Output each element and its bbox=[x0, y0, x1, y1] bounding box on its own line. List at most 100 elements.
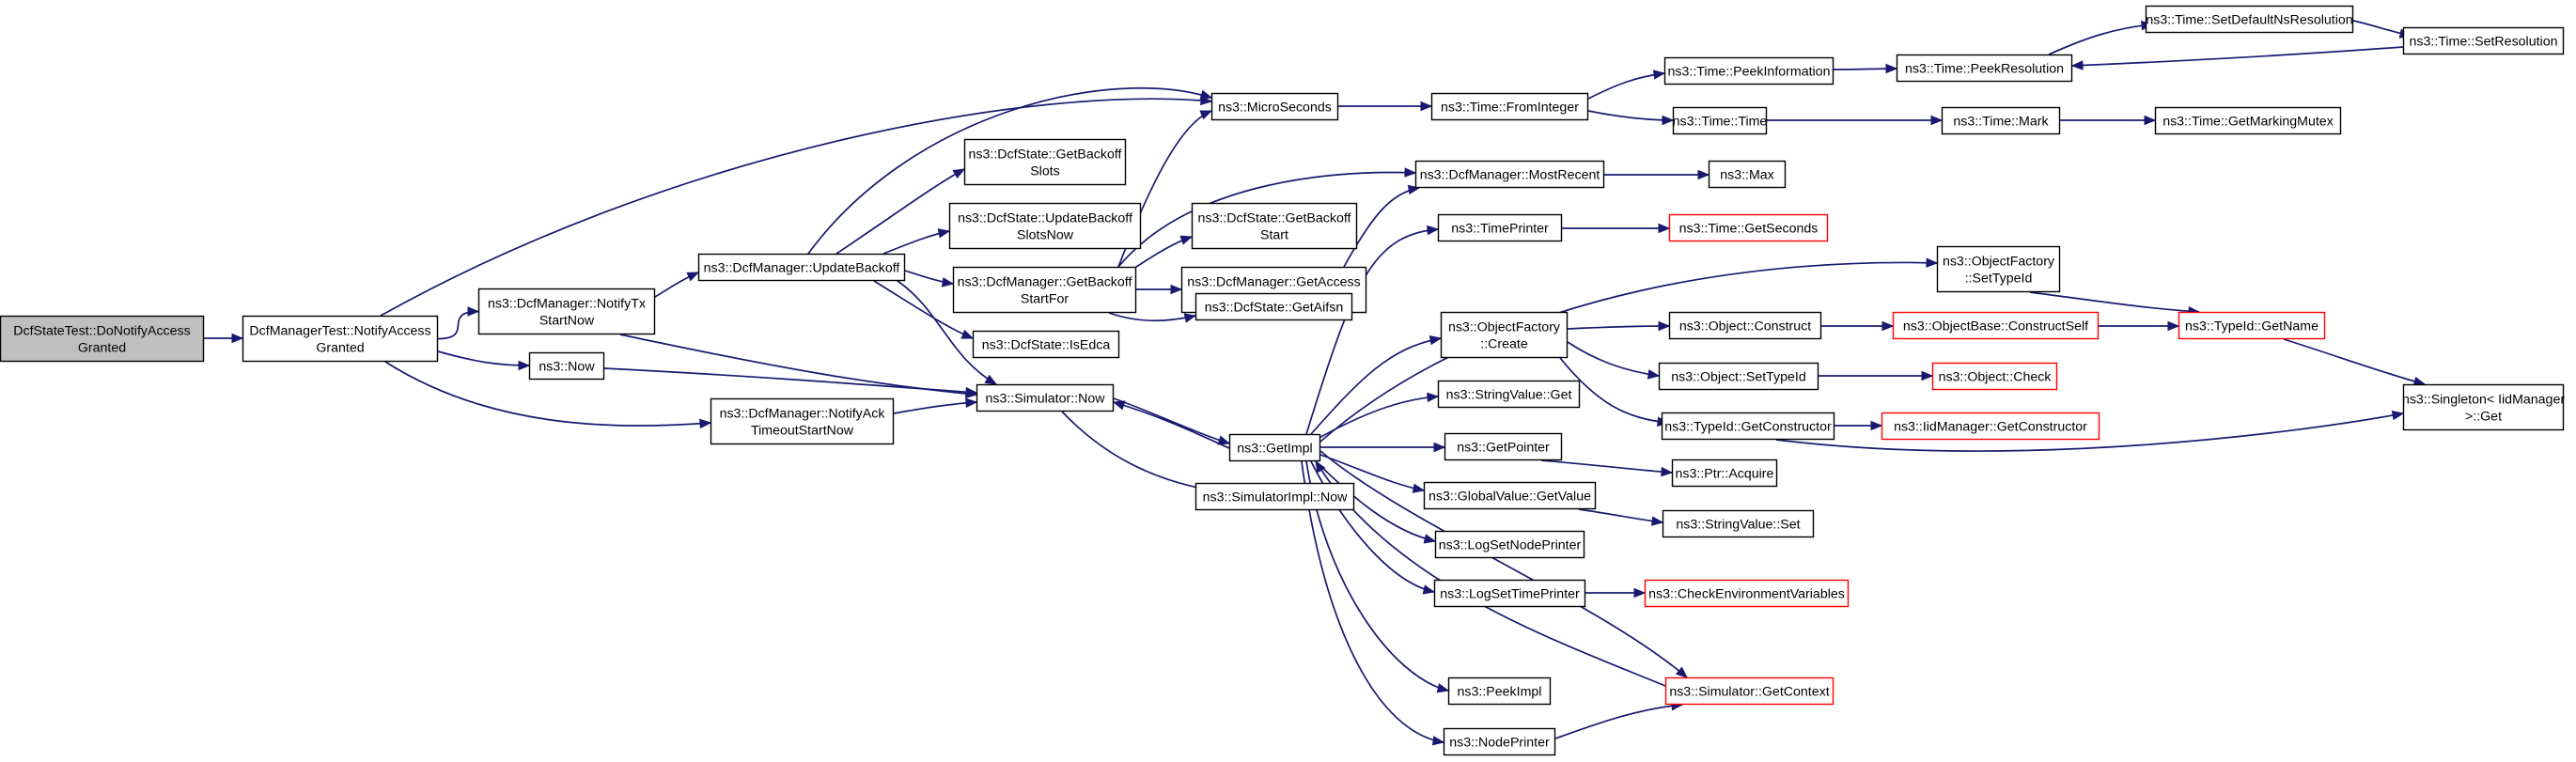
node-stringValueSet[interactable]: ns3::StringValue::Set bbox=[1662, 509, 1815, 538]
node-globalValueGetValue[interactable]: ns3::GlobalValue::GetValue bbox=[1423, 481, 1597, 510]
node-box[interactable] bbox=[2402, 26, 2565, 55]
node-box[interactable] bbox=[1194, 482, 1355, 511]
node-box[interactable] bbox=[1896, 54, 2073, 83]
node-box[interactable] bbox=[963, 138, 1127, 186]
node-singletonGet[interactable]: ns3::Singleton< IidManager >::Get bbox=[2402, 383, 2565, 431]
node-max[interactable]: ns3::Max bbox=[1708, 160, 1787, 189]
node-box[interactable] bbox=[1661, 412, 1835, 441]
node-box[interactable] bbox=[1671, 459, 1778, 488]
node-box[interactable] bbox=[1414, 160, 1605, 189]
node-box[interactable] bbox=[1194, 292, 1353, 321]
node-objectCheck[interactable]: ns3::Object::Check bbox=[1931, 362, 2058, 391]
node-ptrAcquire[interactable]: ns3::Ptr::Acquire bbox=[1671, 459, 1778, 488]
node-box[interactable] bbox=[1668, 213, 1829, 242]
node-box[interactable] bbox=[2402, 383, 2565, 431]
node-box[interactable] bbox=[1191, 202, 1358, 250]
node-box[interactable] bbox=[1672, 106, 1768, 135]
edge-arrowhead bbox=[1658, 223, 1671, 234]
node-box[interactable] bbox=[948, 202, 1142, 250]
node-box[interactable] bbox=[1447, 676, 1552, 706]
node-setDefaultNsResolution[interactable]: ns3::Time::SetDefaultNsResolution bbox=[2145, 5, 2354, 34]
node-peekInformation[interactable]: ns3::Time::PeekInformation bbox=[1663, 56, 1834, 86]
node-box[interactable] bbox=[1444, 432, 1563, 461]
node-objectFactorySetTypeId[interactable]: ns3::ObjectFactory::SetTypeId bbox=[1936, 245, 2061, 293]
node-typeIdGetName[interactable]: ns3::TypeId::GetName bbox=[2178, 311, 2326, 340]
node-typeIdGetConstructor[interactable]: ns3::TypeId::GetConstructor bbox=[1661, 412, 1835, 441]
node-timePrinter[interactable]: ns3::TimePrinter bbox=[1437, 213, 1563, 242]
node-objectSetTypeId[interactable]: ns3::Object::SetTypeId bbox=[1658, 362, 1819, 391]
node-timeSetResolution[interactable]: ns3::Time::SetResolution bbox=[2402, 26, 2565, 55]
node-box[interactable] bbox=[1931, 362, 2058, 391]
node-timeMark[interactable]: ns3::Time::Mark bbox=[1941, 106, 2061, 135]
node-simulatorImplNow[interactable]: ns3::SimulatorImpl::Now bbox=[1194, 482, 1355, 511]
node-isEdca[interactable]: ns3::DcfState::IsEdca bbox=[972, 330, 1120, 359]
node-box[interactable] bbox=[697, 253, 906, 282]
node-stringValueGet[interactable]: ns3::StringValue::Get bbox=[1437, 380, 1581, 409]
node-objectFactoryCreate[interactable]: ns3::ObjectFactory::Create bbox=[1440, 311, 1569, 359]
node-box[interactable] bbox=[1664, 676, 1834, 706]
node-box[interactable] bbox=[2154, 106, 2342, 135]
node-box[interactable] bbox=[952, 266, 1137, 314]
node-box[interactable] bbox=[1881, 412, 2100, 441]
node-objectConstruct[interactable]: ns3::Object::Construct bbox=[1668, 311, 1822, 340]
node-getSeconds[interactable]: ns3::Time::GetSeconds bbox=[1668, 213, 1829, 242]
node-box[interactable] bbox=[528, 351, 605, 381]
node-box[interactable] bbox=[1663, 56, 1834, 86]
node-peekImpl[interactable]: ns3::PeekImpl bbox=[1447, 676, 1552, 706]
node-timeFromInteger[interactable]: ns3::Time::FromInteger bbox=[1430, 92, 1589, 121]
node-simulatorGetContext[interactable]: ns3::Simulator::GetContext bbox=[1664, 676, 1834, 706]
node-microSeconds[interactable]: ns3::MicroSeconds bbox=[1210, 92, 1339, 121]
node-logSetNodePrinter[interactable]: ns3::LogSetNodePrinter bbox=[1434, 530, 1585, 559]
node-box[interactable] bbox=[2178, 311, 2326, 340]
node-box[interactable] bbox=[710, 397, 895, 445]
node-now[interactable]: ns3::Now bbox=[528, 351, 605, 381]
node-box[interactable] bbox=[1708, 160, 1787, 189]
node-mostRecent[interactable]: ns3::DcfManager::MostRecent bbox=[1414, 160, 1605, 189]
node-box[interactable] bbox=[1892, 311, 2100, 340]
node-checkEnvVars[interactable]: ns3::CheckEnvironmentVariables bbox=[1644, 579, 1850, 608]
node-timeTime[interactable]: ns3::Time::Time bbox=[1672, 106, 1768, 135]
node-box[interactable] bbox=[1440, 311, 1569, 359]
node-getPointer[interactable]: ns3::GetPointer bbox=[1444, 432, 1563, 461]
node-box[interactable] bbox=[1662, 509, 1815, 538]
node-getAifsn[interactable]: ns3::DcfState::GetAifsn bbox=[1194, 292, 1353, 321]
node-box[interactable] bbox=[1430, 92, 1589, 121]
node-box[interactable] bbox=[0, 315, 205, 363]
node-box[interactable] bbox=[477, 288, 656, 335]
node-peekResolution[interactable]: ns3::Time::PeekResolution bbox=[1896, 54, 2073, 83]
node-box[interactable] bbox=[1437, 380, 1581, 409]
node-box[interactable] bbox=[1668, 311, 1822, 340]
node-box[interactable] bbox=[1936, 245, 2061, 293]
node-nodePrinter[interactable]: ns3::NodePrinter bbox=[1443, 727, 1556, 756]
node-box[interactable] bbox=[2145, 5, 2354, 34]
node-box[interactable] bbox=[1443, 727, 1556, 756]
node-box[interactable] bbox=[1433, 579, 1586, 608]
node-logSetTimePrinter[interactable]: ns3::LogSetTimePrinter bbox=[1433, 579, 1586, 608]
node-box[interactable] bbox=[1658, 362, 1819, 391]
node-iidManagerGetConstructor[interactable]: ns3::IidManager::GetConstructor bbox=[1881, 412, 2100, 441]
node-simulatorNow[interactable]: ns3::Simulator::Now bbox=[976, 383, 1115, 412]
node-box[interactable] bbox=[242, 315, 439, 363]
edge-arrowhead bbox=[1661, 466, 1674, 477]
node-box[interactable] bbox=[1228, 433, 1321, 462]
node-box[interactable] bbox=[976, 383, 1115, 412]
node-box[interactable] bbox=[1434, 530, 1585, 559]
node-box[interactable] bbox=[1437, 213, 1563, 242]
node-box[interactable] bbox=[1423, 481, 1597, 510]
node-box[interactable] bbox=[1644, 579, 1850, 608]
node-getImpl[interactable]: ns3::GetImpl bbox=[1228, 433, 1321, 462]
node-updateBackoff[interactable]: ns3::DcfManager::UpdateBackoff bbox=[697, 253, 906, 282]
node-box[interactable] bbox=[1210, 92, 1339, 121]
node-getMarkingMutex[interactable]: ns3::Time::GetMarkingMutex bbox=[2154, 106, 2342, 135]
node-notifyAck[interactable]: ns3::DcfManager::NotifyAckTimeoutStartNo… bbox=[710, 397, 895, 445]
node-box[interactable] bbox=[1941, 106, 2061, 135]
node-objectBaseConstructSelf[interactable]: ns3::ObjectBase::ConstructSelf bbox=[1892, 311, 2100, 340]
node-box[interactable] bbox=[972, 330, 1120, 359]
